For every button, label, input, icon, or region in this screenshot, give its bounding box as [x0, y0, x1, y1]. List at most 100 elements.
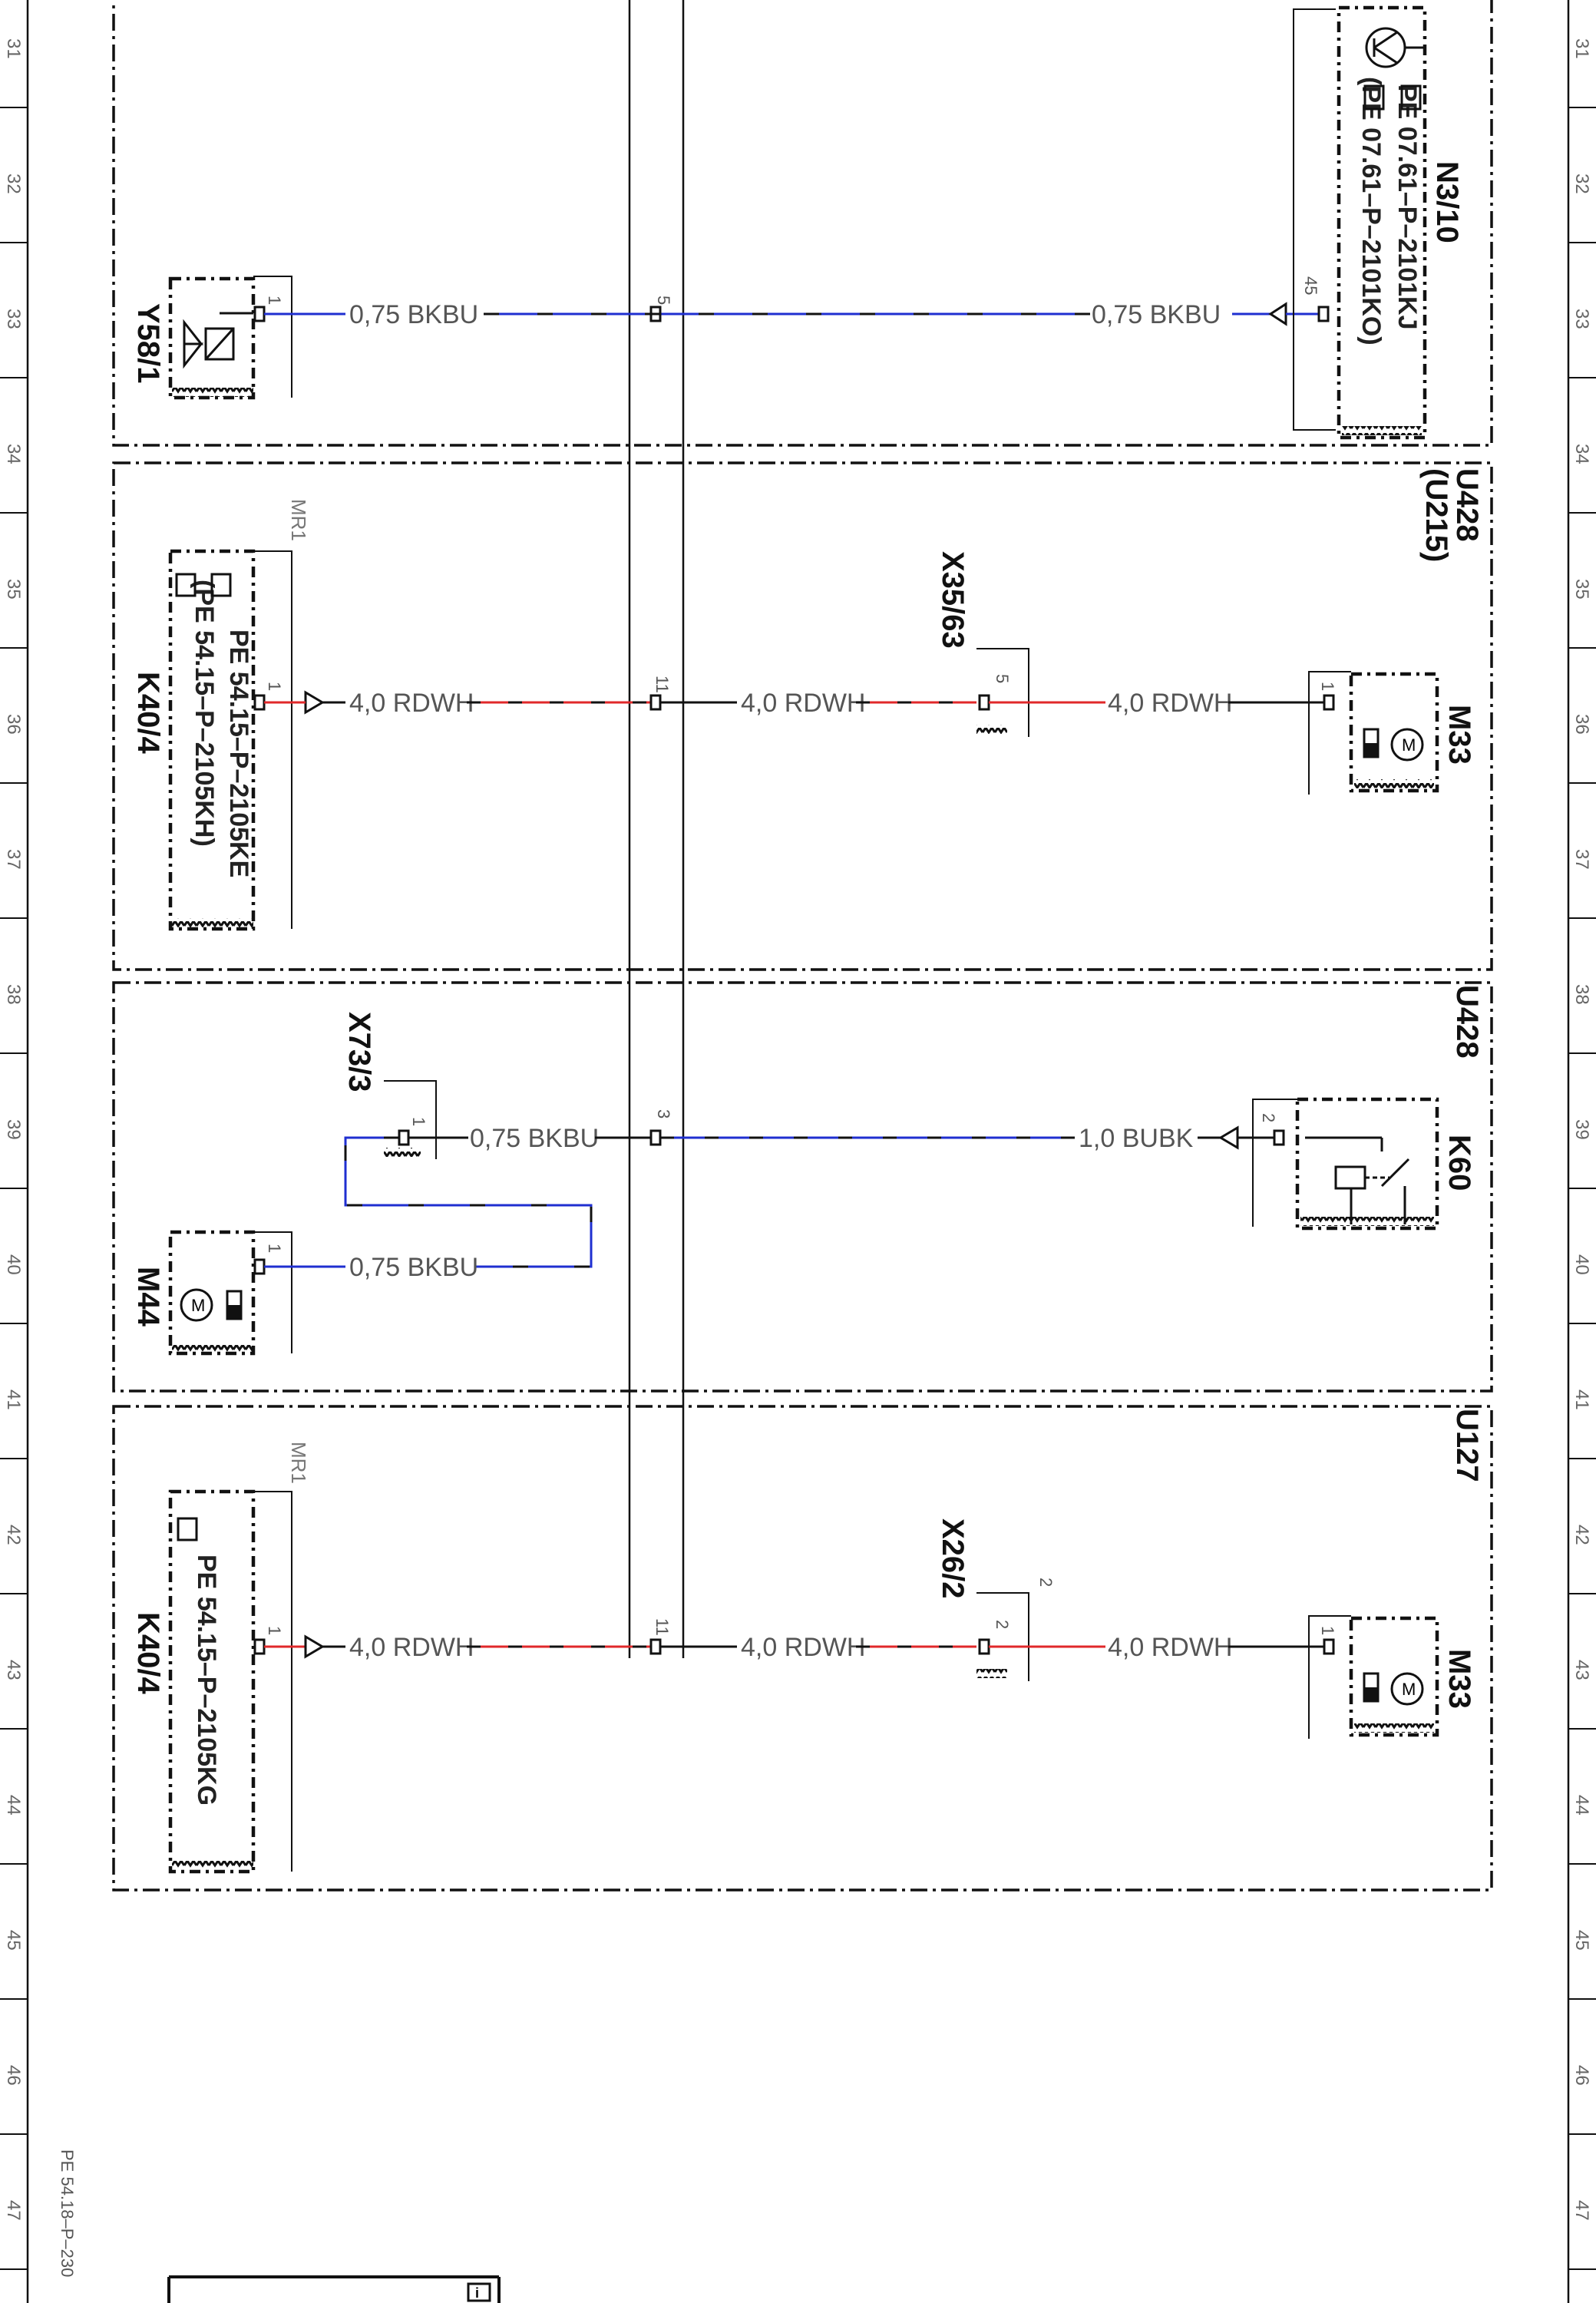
- zigzag-ground: [384, 1148, 421, 1157]
- right-ruler-number: 40: [1571, 1254, 1592, 1275]
- svg-text:M: M: [1402, 735, 1416, 755]
- k40-4-component-box: [168, 1489, 256, 1874]
- zigzag-ground: [1300, 1217, 1434, 1226]
- x26-2-label: X26/2: [936, 1518, 970, 1599]
- k40-4-ref-1: PE 54.15–P–2105KE: [224, 629, 253, 877]
- mr1-label: MR1: [287, 1442, 310, 1484]
- svg-text:M: M: [191, 1296, 205, 1315]
- section-3: X73/3 1 0,75 BKBU 3 1,0 BUBK M M44 1: [131, 1012, 1476, 1356]
- m33-label: M33: [1442, 1649, 1476, 1709]
- m33-pin: 1: [1318, 682, 1337, 691]
- k40-4-pin: 1: [265, 1626, 284, 1635]
- y58-1-pin: 1: [265, 296, 284, 305]
- footer-box: i: [167, 2275, 501, 2303]
- n3-10-component-box: [1337, 5, 1427, 440]
- left-ruler-number: 38: [3, 984, 24, 1005]
- n3-10-ref-2: (PE 07.61–P–2101KO): [1356, 77, 1386, 345]
- y58-1-component-box: [168, 276, 256, 400]
- left-ruler-number: 40: [3, 1254, 24, 1275]
- right-ruler-number: 35: [1571, 579, 1592, 600]
- zigzag-ground: [172, 1861, 253, 1870]
- section-2: MR1 K40/4 PE 54.15–P–2105KE (PE 54.15–P–…: [131, 499, 1476, 931]
- right-ruler-number: 46: [1571, 2065, 1592, 2086]
- k60-pin: 2: [1259, 1113, 1278, 1122]
- k60-label: K60: [1442, 1135, 1476, 1191]
- k40-4-ref-2: (PE 54.15–P–2105KH): [190, 580, 219, 847]
- center-pin-11: 11: [653, 676, 672, 693]
- connector-arrow-icon: [304, 690, 325, 715]
- n3-10-label: N3/10: [1430, 161, 1464, 243]
- zigzag-ground: [1354, 1723, 1434, 1733]
- right-ruler-number: 36: [1571, 714, 1592, 735]
- left-ruler-number: 34: [3, 444, 24, 464]
- center-pin-3: 3: [654, 1109, 673, 1118]
- left-ruler-number: 44: [3, 1795, 24, 1816]
- wire-label: 0,75 BKBU: [349, 300, 478, 329]
- m44-pin: 1: [265, 1244, 284, 1253]
- hand-icon: [175, 573, 232, 597]
- m33-label: M33: [1442, 705, 1476, 765]
- right-ruler-number: 32: [1571, 173, 1592, 194]
- left-ruler-number: 47: [3, 2200, 24, 2221]
- section-frame-1: [112, 0, 1493, 447]
- left-ruler-number: 32: [3, 173, 24, 194]
- k40-4-ref-1: PE 54.15–P–2105KG: [192, 1555, 221, 1806]
- center-pin-5: 5: [654, 296, 673, 305]
- footer-reference: PE 54.18–P–230: [58, 2149, 77, 2277]
- connector-arrow-icon: [304, 1634, 325, 1659]
- motor-icon: M: [1363, 1672, 1424, 1706]
- info-icon: i: [475, 2285, 479, 2301]
- k40-4-pin: 1: [265, 682, 284, 691]
- relay-icon: [1305, 1136, 1410, 1224]
- left-ruler-number: 45: [3, 1930, 24, 1951]
- x26-2-pin-outer: 2: [1036, 1578, 1056, 1587]
- m44-component-box: [168, 1230, 256, 1356]
- left-ruler-number: 36: [3, 714, 24, 735]
- left-ruler-number: 43: [3, 1660, 24, 1680]
- left-ruler-number: 46: [3, 2065, 24, 2086]
- transistor-icon: [1365, 27, 1425, 68]
- right-ruler-number: 31: [1571, 38, 1592, 59]
- right-ruler-number: 33: [1571, 309, 1592, 329]
- right-ruler-number: 47: [1571, 2200, 1592, 2221]
- left-ruler-number: 35: [3, 579, 24, 600]
- solenoid-valve-icon: [183, 312, 253, 369]
- left-ruler-number: 31: [3, 38, 24, 59]
- right-ruler-number: 43: [1571, 1660, 1592, 1680]
- left-ruler-number: 39: [3, 1119, 24, 1140]
- hand-icon: [1363, 84, 1422, 111]
- wire-label: 4,0 RDWH: [1108, 689, 1232, 718]
- zigzag-ground: [976, 725, 1007, 734]
- mr1-label: MR1: [287, 499, 310, 541]
- x26-2-pin: 2: [993, 1620, 1012, 1629]
- connector-arrow-icon: [1218, 1125, 1239, 1150]
- m44-label: M44: [131, 1267, 165, 1327]
- wire-label: 4,0 RDWH: [741, 1633, 865, 1662]
- right-ruler-number: 45: [1571, 1930, 1592, 1951]
- unit-label-u428-a: U428: [1450, 468, 1484, 542]
- section-4: MR1 K40/4 PE 54.15–P–2105KG 1 4,0 RDWH 1…: [131, 1442, 1476, 1874]
- zigzag-ground: [1354, 779, 1434, 788]
- right-ruler-number: 38: [1571, 984, 1592, 1005]
- n3-10-ref-1: PE 07.61–P–2101KJ: [1393, 84, 1422, 329]
- unit-label-u215: (U215): [1419, 468, 1453, 562]
- right-ruler-number: 42: [1571, 1525, 1592, 1545]
- left-ruler-number: 42: [3, 1525, 24, 1545]
- k60-component-box: [1295, 1097, 1439, 1231]
- k40-4-label: K40/4: [131, 672, 165, 754]
- section-frame-3: [112, 981, 1493, 1393]
- right-ruler-number: 44: [1571, 1795, 1592, 1816]
- unit-label-u428-b: U428: [1450, 985, 1484, 1059]
- right-ruler-number: 37: [1571, 849, 1592, 870]
- y58-1-label: Y58/1: [131, 303, 165, 384]
- center-pin-11: 11: [653, 1618, 672, 1636]
- unit-label-u127: U127: [1450, 1409, 1484, 1482]
- k40-4-component-box: [168, 549, 256, 931]
- wire-label: 1,0 BUBK: [1079, 1124, 1194, 1153]
- wire-label: 0,75 BKBU: [1092, 300, 1221, 329]
- right-ruler-number: 34: [1571, 444, 1592, 464]
- zigzag-ground: [172, 918, 253, 927]
- zigzag-ground: [976, 1669, 1007, 1678]
